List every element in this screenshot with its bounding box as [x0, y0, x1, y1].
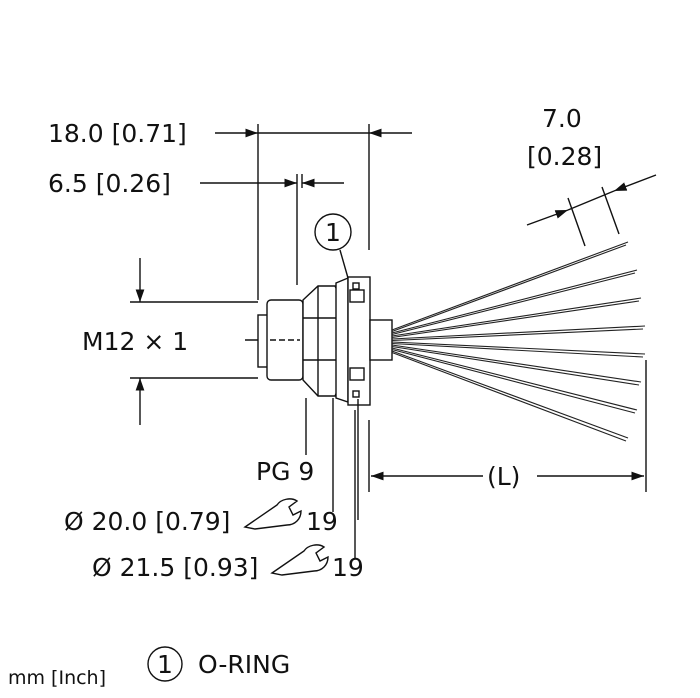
lead-wire-insulation — [391, 328, 644, 342]
lead-wire — [391, 297, 642, 337]
lead-wire — [391, 350, 629, 439]
o-ring-groove — [349, 289, 365, 303]
lead-wire-insulation — [391, 244, 627, 333]
nut-2-wrench-size: 19 — [332, 553, 364, 582]
hex-nut-2 — [335, 276, 349, 403]
dim-thread-length: 6.5 [0.26] — [48, 169, 344, 285]
nut-2-diameter: Ø 21.5 [0.93] — [92, 553, 258, 582]
panel-thread-label: PG 9 — [256, 457, 314, 486]
wire-strip-label: 7.0 — [542, 104, 582, 133]
lead-wire — [391, 241, 629, 331]
overall-length-label: 18.0 [0.71] — [48, 119, 187, 148]
legend: mm [Inch] 1 O-RING — [8, 646, 290, 689]
lead-wire-insulation — [391, 300, 640, 339]
lead-wire-insulation — [391, 272, 636, 336]
nut-1-spec: Ø 20.0 [0.79] 19 — [64, 498, 338, 536]
o-ring-callout: 1 — [314, 213, 352, 279]
dim-wire-strip: 7.0 [0.28] — [526, 104, 657, 247]
wire-strip-inch-label: [0.28] — [527, 142, 602, 171]
wrench-icon — [243, 498, 302, 530]
wrench-icon — [270, 544, 329, 576]
lead-wire-insulation — [391, 351, 627, 442]
thread-size-label: M12 × 1 — [82, 327, 188, 356]
lead-wire-insulation — [391, 345, 640, 386]
units-note: mm [Inch] — [8, 667, 106, 689]
rear-body — [369, 319, 393, 361]
leaders — [305, 398, 356, 558]
lead-wire-insulation — [391, 342, 644, 358]
thread-length-label: 6.5 [0.26] — [48, 169, 171, 198]
svg-text:1: 1 — [325, 218, 341, 247]
lead-wire — [391, 341, 646, 355]
dim-thread-size: M12 × 1 — [82, 258, 268, 425]
legend-o-ring-text: O-RING — [198, 650, 290, 679]
lead-wire — [391, 325, 646, 340]
o-ring-groove-2 — [349, 367, 365, 381]
legend-callout-circle — [147, 646, 183, 682]
wire-bundle — [391, 241, 646, 442]
nut-1-wrench-size: 19 — [306, 507, 338, 536]
lead-wire — [391, 269, 638, 334]
nut-2-spec: Ø 21.5 [0.93] 19 — [92, 544, 364, 582]
lead-wire-insulation — [391, 348, 636, 414]
connector-body — [257, 276, 393, 520]
lead-wire — [391, 344, 642, 383]
dim-lead-length: (L) — [368, 360, 647, 492]
dim-overall-length: 18.0 [0.71] — [48, 119, 412, 300]
lead-wire — [391, 347, 638, 411]
nut-1-diameter: Ø 20.0 [0.79] — [64, 507, 230, 536]
lead-length-label: (L) — [487, 462, 520, 491]
callout-circle — [314, 213, 352, 251]
legend-callout-number: 1 — [157, 650, 173, 679]
